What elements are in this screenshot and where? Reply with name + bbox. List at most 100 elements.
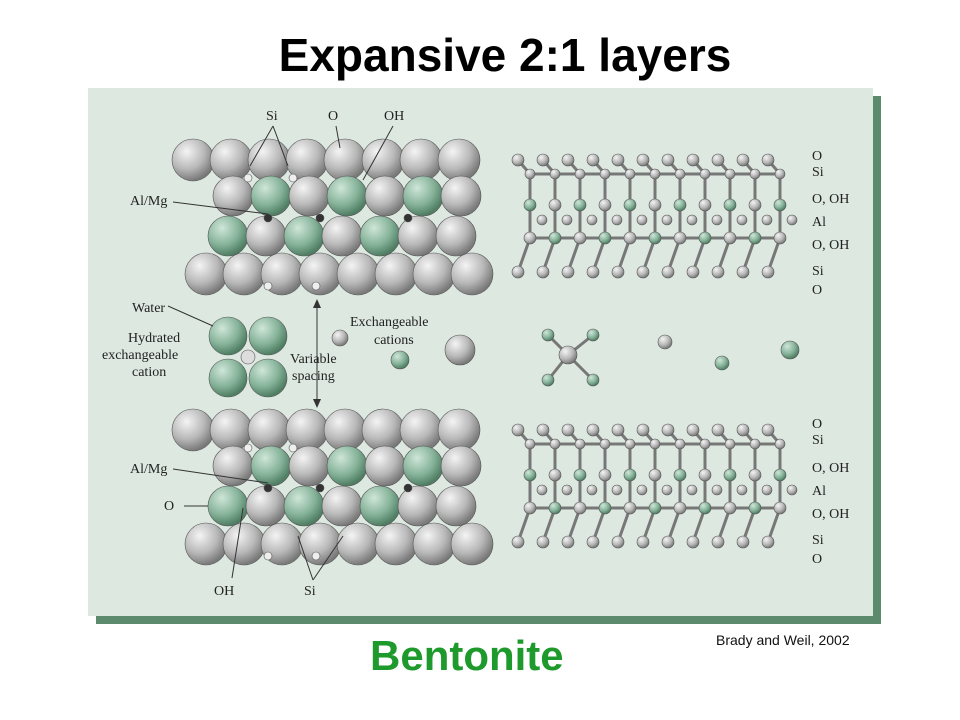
oxygen-atom — [736, 535, 750, 549]
oxygen-atom — [711, 153, 725, 167]
al-mg-atom — [403, 483, 413, 493]
silicon-atom — [699, 438, 711, 450]
oxygen-atom — [761, 265, 775, 279]
al-mg-atom — [263, 213, 273, 223]
oh-atom — [648, 501, 662, 515]
oxygen-atom — [288, 445, 330, 487]
aluminum-atom — [711, 214, 723, 226]
water-oxygen — [586, 373, 600, 387]
oxygen-atom — [222, 522, 266, 566]
oxygen-atom — [323, 408, 367, 452]
right-labels-top: O Si O, OH Al O, OH Si O — [812, 149, 849, 298]
water-molecule — [208, 358, 248, 398]
rlabel-bot-3: Al — [812, 484, 826, 499]
oxygen-atom — [586, 153, 600, 167]
oxygen-atom — [611, 535, 625, 549]
hydroxyl-atom — [326, 445, 368, 487]
silicon-atom — [674, 438, 686, 450]
oh-atom — [523, 231, 537, 245]
al-mg-atom — [315, 483, 325, 493]
rlabel-bot-5: Si — [812, 533, 824, 548]
subtitle: Bentonite — [370, 632, 564, 679]
exchangeable-cation — [657, 334, 673, 350]
silicon-atom — [311, 551, 321, 561]
label-oh-top: OH — [384, 109, 404, 124]
oh-atom — [748, 231, 762, 245]
hydroxyl-atom — [250, 445, 292, 487]
rlabel-top-1: Si — [812, 165, 824, 180]
silicon-atom — [574, 168, 586, 180]
oxygen-atom — [636, 423, 650, 437]
water-oxygen — [586, 328, 600, 342]
rlabel-bot-4: O, OH — [812, 507, 849, 522]
label-si-bot: Si — [304, 584, 316, 599]
bottom-ball-stick-layer — [511, 423, 798, 549]
oxygen-atom — [561, 535, 575, 549]
oxygen-atom — [323, 138, 367, 182]
oxygen-atom — [288, 175, 330, 217]
oxygen-atom — [511, 535, 525, 549]
oxygen-atom — [711, 423, 725, 437]
oxygen-atom — [321, 485, 363, 527]
oh-atom — [698, 468, 712, 482]
silicon-atom — [549, 438, 561, 450]
oxygen-atom — [511, 153, 525, 167]
oxygen-atom — [561, 423, 575, 437]
rlabel-top-4: O, OH — [812, 238, 849, 253]
aluminum-atom — [786, 214, 798, 226]
oxygen-atom — [561, 265, 575, 279]
oxygen-atom — [536, 265, 550, 279]
silicon-atom — [749, 438, 761, 450]
oh-atom — [648, 468, 662, 482]
oxygen-atom — [440, 175, 482, 217]
oxygen-atom — [736, 423, 750, 437]
oh-atom — [623, 198, 637, 212]
oxygen-atom — [184, 522, 228, 566]
oh-atom — [673, 231, 687, 245]
exchangeable-cation — [390, 350, 410, 370]
oxygen-atom — [245, 215, 287, 257]
interlayer-cations — [208, 316, 476, 398]
oxygen-atom — [711, 265, 725, 279]
oh-atom — [673, 198, 687, 212]
oh-atom — [598, 468, 612, 482]
oxygen-atom — [245, 485, 287, 527]
oxygen-atom — [611, 153, 625, 167]
al-mg-atom — [263, 483, 273, 493]
silicon-atom — [774, 168, 786, 180]
rlabel-bot-0: O — [812, 417, 822, 432]
oxygen-atom — [364, 445, 406, 487]
source-credit: Brady and Weil, 2002 — [716, 632, 850, 648]
silicon-atom — [624, 168, 636, 180]
oxygen-atom — [247, 138, 291, 182]
rlabel-bot-1: Si — [812, 433, 824, 448]
water-molecule — [248, 358, 288, 398]
oxygen-atom — [437, 138, 481, 182]
oxygen-atom — [171, 138, 215, 182]
label-almg-top: Al/Mg — [130, 194, 167, 209]
oxygen-atom — [440, 445, 482, 487]
oh-atom — [698, 231, 712, 245]
oxygen-atom — [736, 153, 750, 167]
rlabel-top-6: O — [812, 283, 822, 298]
oh-atom — [673, 501, 687, 515]
aluminum-atom — [611, 484, 623, 496]
silicon-atom — [674, 168, 686, 180]
oxygen-atom — [586, 535, 600, 549]
oxygen-atom — [511, 423, 525, 437]
silicon-atom — [649, 438, 661, 450]
oxygen-atom — [374, 522, 418, 566]
oxygen-atom — [536, 153, 550, 167]
label-hydrated-2: exchangeable — [102, 348, 178, 363]
aluminum-atom — [636, 484, 648, 496]
aluminum-atom — [711, 484, 723, 496]
hydroxyl-atom — [207, 215, 249, 257]
silicon-atom — [774, 438, 786, 450]
aluminum-atom — [736, 214, 748, 226]
oxygen-atom — [511, 265, 525, 279]
oxygen-atom — [412, 252, 456, 296]
oxygen-atom — [397, 485, 439, 527]
oh-atom — [698, 501, 712, 515]
oxygen-atom — [399, 408, 443, 452]
oh-atom — [548, 501, 562, 515]
